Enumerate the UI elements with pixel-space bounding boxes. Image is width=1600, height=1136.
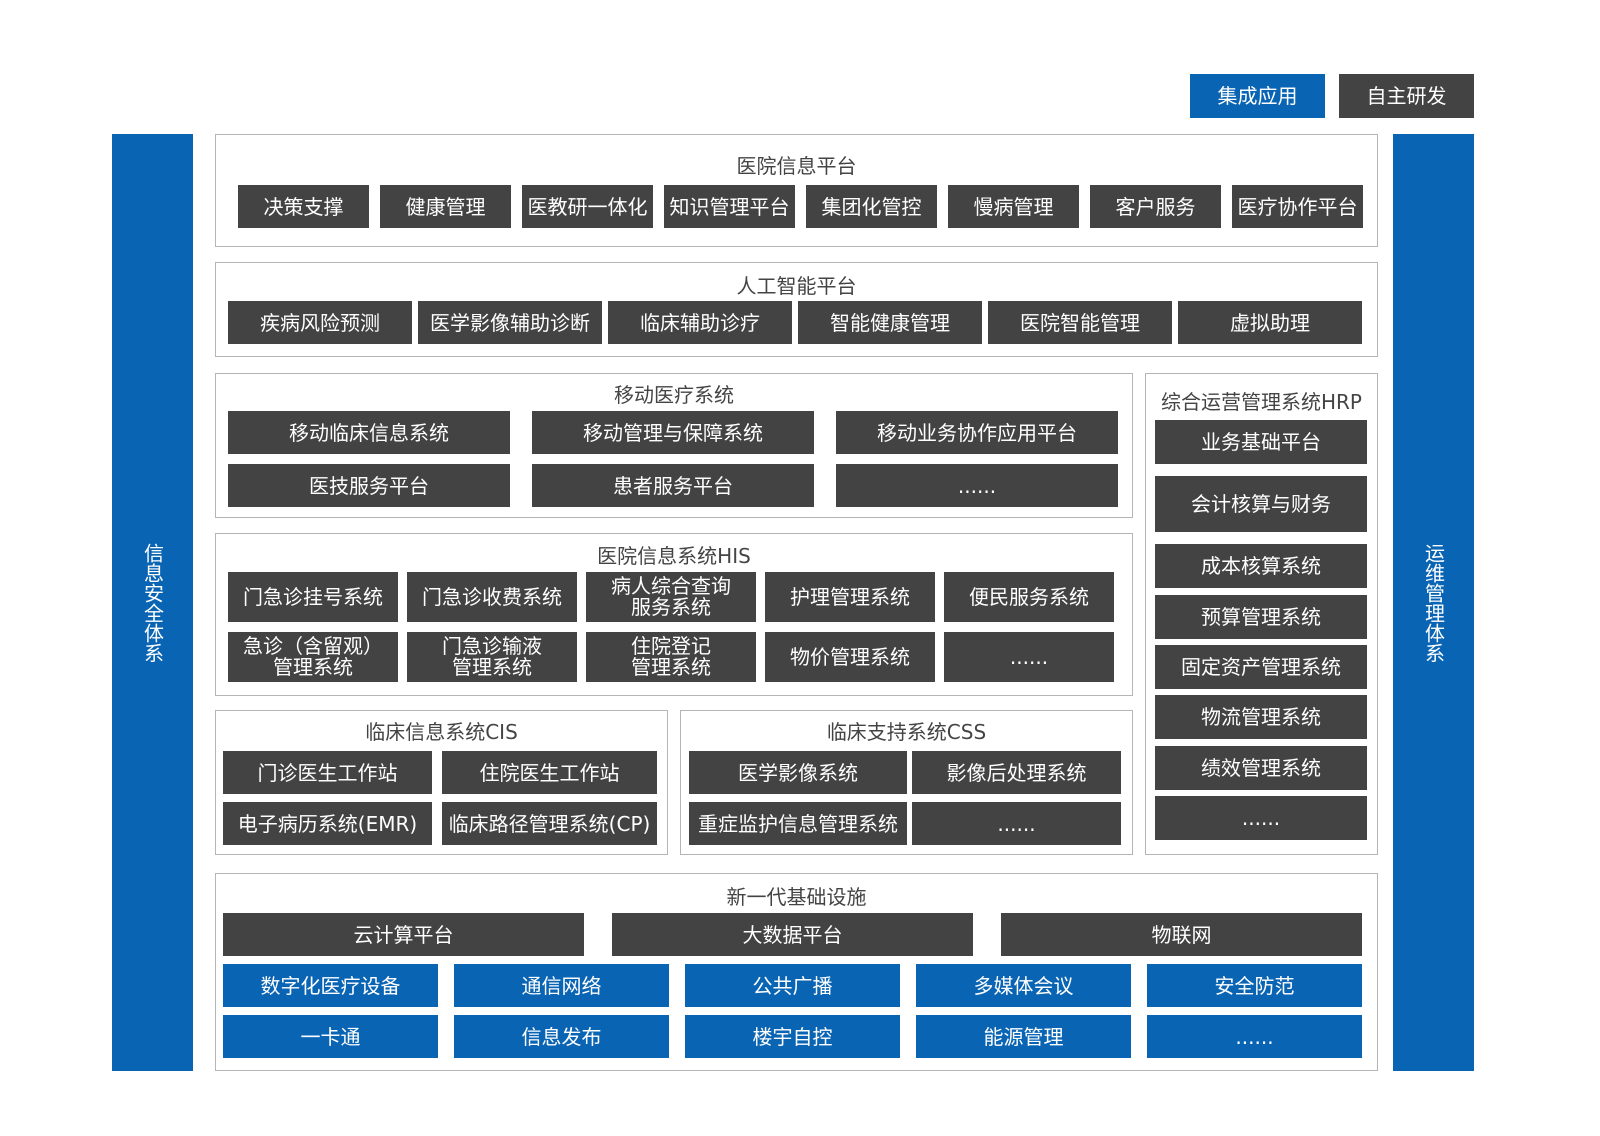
mobile-item-2: 移动管理与保障系统 bbox=[532, 411, 814, 454]
hospital-platform-title: 医院信息平台 bbox=[736, 154, 857, 178]
ops-management-bar: 运维管理体系 bbox=[1393, 134, 1474, 1071]
his-row1-item-5: 便民服务系统 bbox=[944, 572, 1114, 622]
hrp-item-2: 会计核算与财务 bbox=[1155, 476, 1367, 532]
infra-gray-item-2: 大数据平台 bbox=[612, 913, 973, 956]
hrp-item-8: ...... bbox=[1155, 796, 1367, 840]
hrp-item-4: 预算管理系统 bbox=[1155, 595, 1367, 639]
infra-gray-item-3: 物联网 bbox=[1001, 913, 1362, 956]
infra-blue-row1-item-5: 安全防范 bbox=[1147, 964, 1362, 1007]
infra-blue-row2-item-1: 一卡通 bbox=[223, 1015, 438, 1058]
infra-gray-item-1: 云计算平台 bbox=[223, 913, 584, 956]
cis-title: 临床信息系统CIS bbox=[365, 720, 518, 744]
info-security-bar: 信息安全体系 bbox=[112, 134, 193, 1071]
infra-blue-row2-item-3: 楼宇自控 bbox=[685, 1015, 900, 1058]
hospital-platform-item-4: 知识管理平台 bbox=[664, 185, 795, 228]
infra-title: 新一代基础设施 bbox=[726, 885, 867, 909]
infra-blue-row2-item-2: 信息发布 bbox=[454, 1015, 669, 1058]
hrp-item-7: 绩效管理系统 bbox=[1155, 746, 1367, 790]
infra-blue-row1-item-4: 多媒体会议 bbox=[916, 964, 1131, 1007]
his-row1-item-1: 门急诊挂号系统 bbox=[228, 572, 398, 622]
infra-blue-row1-item-1: 数字化医疗设备 bbox=[223, 964, 438, 1007]
his-row2-item-5: ...... bbox=[944, 632, 1114, 682]
css-item-1: 医学影像系统 bbox=[689, 751, 907, 794]
mobile-item-6: ...... bbox=[836, 464, 1118, 507]
mobile-title: 移动医疗系统 bbox=[614, 383, 734, 407]
ai-platform-item-3: 临床辅助诊疗 bbox=[608, 301, 792, 344]
mobile-item-1: 移动临床信息系统 bbox=[228, 411, 510, 454]
ai-platform-item-6: 虚拟助理 bbox=[1178, 301, 1362, 344]
cis-item-4: 临床路径管理系统(CP) bbox=[442, 802, 657, 845]
hrp-item-6: 物流管理系统 bbox=[1155, 695, 1367, 739]
hospital-platform-item-1: 决策支撑 bbox=[238, 185, 369, 228]
css-item-2: 影像后处理系统 bbox=[912, 751, 1121, 794]
infra-blue-row2-item-4: 能源管理 bbox=[916, 1015, 1131, 1058]
css-title: 临床支持系统CSS bbox=[826, 720, 987, 744]
his-title: 医院信息系统HIS bbox=[597, 544, 751, 568]
hospital-platform-item-2: 健康管理 bbox=[380, 185, 511, 228]
legend-self-developed: 自主研发 bbox=[1339, 74, 1474, 118]
hrp-item-5: 固定资产管理系统 bbox=[1155, 645, 1367, 689]
ai-platform-item-1: 疾病风险预测 bbox=[228, 301, 412, 344]
hospital-platform-item-8: 医疗协作平台 bbox=[1232, 185, 1363, 228]
hospital-platform-item-7: 客户服务 bbox=[1090, 185, 1221, 228]
infra-blue-row1-item-3: 公共广播 bbox=[685, 964, 900, 1007]
infra-blue-row2-item-5: ...... bbox=[1147, 1015, 1362, 1058]
his-row2-item-4: 物价管理系统 bbox=[765, 632, 935, 682]
ai-platform-item-4: 智能健康管理 bbox=[798, 301, 982, 344]
cis-item-3: 电子病历系统(EMR) bbox=[223, 802, 432, 845]
his-row2-item-1: 急诊（含留观） 管理系统 bbox=[228, 632, 398, 682]
hrp-item-3: 成本核算系统 bbox=[1155, 544, 1367, 588]
mobile-item-4: 医技服务平台 bbox=[228, 464, 510, 507]
hrp-item-1: 业务基础平台 bbox=[1155, 420, 1367, 464]
css-item-3: 重症监护信息管理系统 bbox=[689, 802, 907, 845]
hospital-platform-item-5: 集团化管控 bbox=[806, 185, 937, 228]
his-row2-item-2: 门急诊输液 管理系统 bbox=[407, 632, 577, 682]
ai-platform-title: 人工智能平台 bbox=[736, 274, 857, 298]
ops-management-label: 运维管理体系 bbox=[1421, 542, 1446, 663]
his-row1-item-2: 门急诊收费系统 bbox=[407, 572, 577, 622]
mobile-item-3: 移动业务协作应用平台 bbox=[836, 411, 1118, 454]
hospital-platform-item-3: 医教研一体化 bbox=[522, 185, 653, 228]
his-row2-item-3: 住院登记 管理系统 bbox=[586, 632, 756, 682]
his-row1-item-3: 病人综合查询 服务系统 bbox=[586, 572, 756, 622]
cis-item-1: 门诊医生工作站 bbox=[223, 751, 432, 794]
infra-blue-row1-item-2: 通信网络 bbox=[454, 964, 669, 1007]
hrp-title: 综合运营管理系统HRP bbox=[1161, 390, 1362, 414]
cis-item-2: 住院医生工作站 bbox=[442, 751, 657, 794]
mobile-item-5: 患者服务平台 bbox=[532, 464, 814, 507]
css-item-4: ...... bbox=[912, 802, 1121, 845]
his-row1-item-4: 护理管理系统 bbox=[765, 572, 935, 622]
legend-integrated: 集成应用 bbox=[1190, 74, 1325, 118]
ai-platform-item-5: 医院智能管理 bbox=[988, 301, 1172, 344]
hospital-platform-item-6: 慢病管理 bbox=[948, 185, 1079, 228]
info-security-label: 信息安全体系 bbox=[140, 542, 165, 663]
ai-platform-item-2: 医学影像辅助诊断 bbox=[418, 301, 602, 344]
